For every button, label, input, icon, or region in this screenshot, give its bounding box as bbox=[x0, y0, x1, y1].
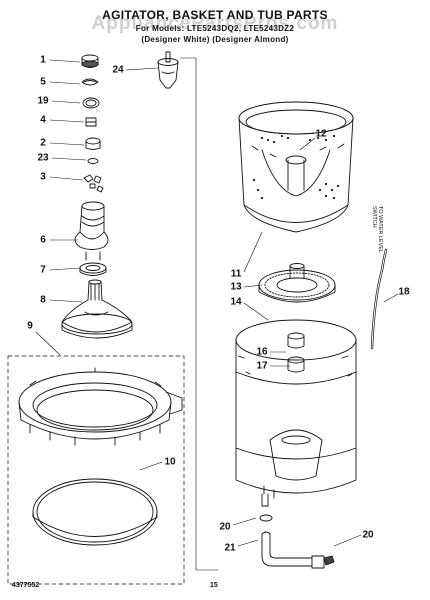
dogs bbox=[83, 174, 104, 193]
page-number: 15 bbox=[210, 582, 218, 589]
callout-10: 10 bbox=[164, 456, 176, 468]
callout-8: 8 bbox=[40, 294, 46, 306]
callout-14: 14 bbox=[230, 296, 242, 308]
callout-7: 7 bbox=[40, 264, 46, 276]
leader-lines bbox=[35, 57, 399, 571]
agitator-base bbox=[61, 279, 133, 339]
model-list: For Models: LTE5243DQ2, LTE5243DZ2 bbox=[135, 24, 295, 33]
basket-drive-hub bbox=[258, 263, 336, 303]
bearing-ring bbox=[79, 262, 107, 276]
color-variants: (Designer White) (Designer Almond) bbox=[141, 35, 289, 44]
callout-3: 3 bbox=[40, 171, 46, 183]
callout-5: 5 bbox=[40, 76, 46, 88]
callout-9: 9 bbox=[27, 320, 33, 332]
water-level-note: TO WATER LEVEL SWITCH bbox=[371, 206, 383, 253]
drain-parts bbox=[259, 514, 335, 569]
callout-19: 19 bbox=[37, 95, 49, 107]
document-number: 4377552 bbox=[12, 582, 40, 589]
callout-1: 1 bbox=[40, 54, 46, 66]
clip bbox=[81, 78, 99, 86]
tub-center-post bbox=[287, 332, 305, 373]
callout-11: 11 bbox=[230, 268, 242, 280]
nut bbox=[85, 117, 97, 127]
callout-16: 16 bbox=[256, 346, 268, 358]
tub-ring bbox=[18, 367, 183, 446]
callout-6: 6 bbox=[40, 234, 46, 246]
callout-4: 4 bbox=[40, 114, 46, 126]
outer-tub bbox=[235, 319, 357, 507]
callout-20: 20 bbox=[219, 521, 231, 533]
wash-basket bbox=[238, 101, 354, 233]
tub-ring-gasket bbox=[32, 478, 158, 546]
callout-2: 2 bbox=[40, 137, 46, 149]
callout-13: 13 bbox=[230, 281, 242, 293]
agitator-cap bbox=[81, 54, 99, 68]
callout-23: 23 bbox=[37, 152, 49, 164]
softener-dispenser bbox=[157, 51, 179, 89]
cam bbox=[85, 137, 101, 150]
diagram-title: AGITATOR, BASKET AND TUB PARTS bbox=[102, 8, 328, 22]
callout-21: 21 bbox=[224, 542, 236, 554]
callout-24: 24 bbox=[112, 64, 124, 76]
agitator-auger bbox=[74, 201, 109, 261]
callout-12: 12 bbox=[315, 128, 327, 140]
callout-20: 20 bbox=[362, 529, 374, 541]
watermark: AppliancePartsPros.com bbox=[91, 13, 339, 34]
callout-17: 17 bbox=[256, 360, 268, 372]
water-level-note-line1: TO WATER LEVEL bbox=[377, 206, 383, 253]
callout-18: 18 bbox=[398, 286, 410, 298]
